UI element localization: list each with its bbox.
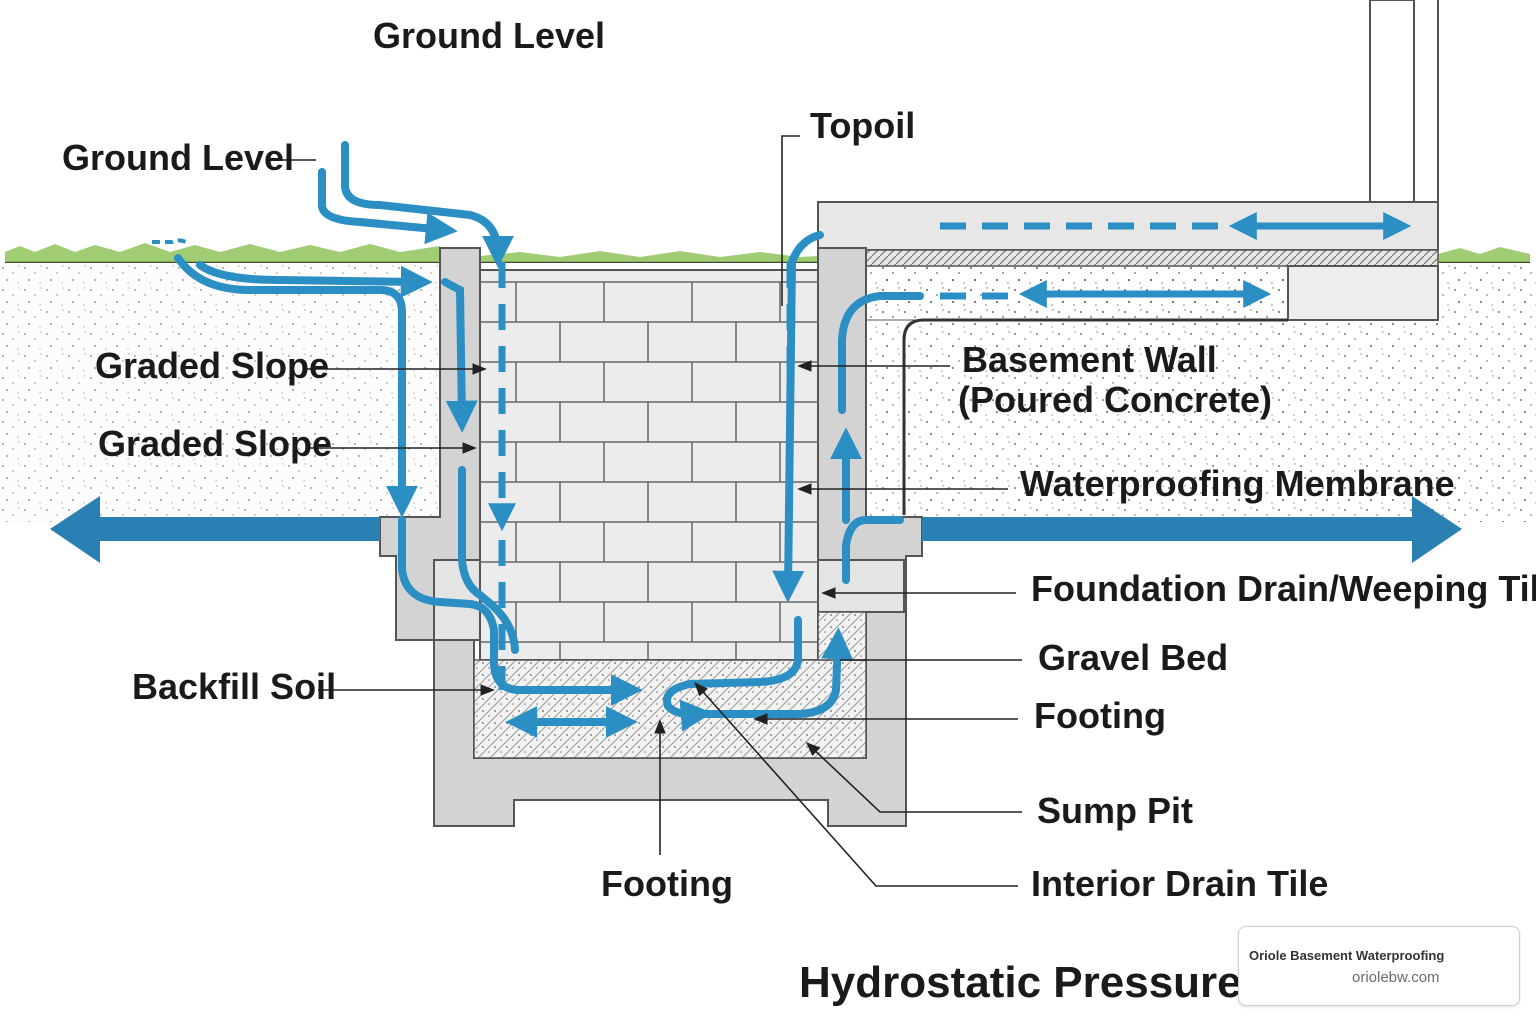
badge-website: oriolebw.com — [1352, 969, 1440, 986]
block-wall — [479, 269, 819, 661]
label-footing-bottom: Footing — [601, 863, 733, 904]
label-sump-pit: Sump Pit — [1037, 790, 1193, 831]
label-backfill-soil: Backfill Soil — [132, 666, 336, 707]
label-ground-level-top: Ground Level — [373, 15, 605, 56]
label-gravel-bed: Gravel Bed — [1038, 637, 1228, 678]
label-basement-wall: Basement Wall — [962, 339, 1217, 380]
water-dashed-paths — [488, 222, 1230, 690]
badge-company-name: Oriole Basement Waterproofing — [1249, 948, 1445, 963]
leader-lines — [278, 135, 1022, 887]
water-flow-paths — [174, 141, 924, 738]
floor-slab — [817, 0, 1439, 321]
diagram-title: Hydrostatic Pressure — [799, 958, 1242, 1007]
label-waterproofing-membrane: Waterproofing Membrane — [1020, 463, 1455, 504]
label-footing-right: Footing — [1034, 695, 1166, 736]
hydrostatic-pressure-arrows — [50, 496, 1462, 563]
label-basement-wall-material: (Poured Concrete) — [958, 379, 1272, 420]
label-foundation-drain: Foundation Drain/Weeping Tile — [1031, 568, 1536, 609]
surface-runoff — [152, 238, 192, 246]
label-topsoil: Topoil — [810, 105, 915, 146]
label-interior-drain-tile: Interior Drain Tile — [1031, 863, 1328, 904]
label-ground-level-left: Ground Level — [62, 137, 294, 178]
interior-outline — [902, 318, 1288, 515]
label-graded-slope-1: Graded Slope — [95, 345, 329, 386]
label-graded-slope-2: Graded Slope — [98, 423, 332, 464]
watermark-badge: Oriole Basement Waterproofing oriolebw.c… — [1238, 926, 1520, 1006]
water-double-arrows — [1018, 212, 1412, 308]
